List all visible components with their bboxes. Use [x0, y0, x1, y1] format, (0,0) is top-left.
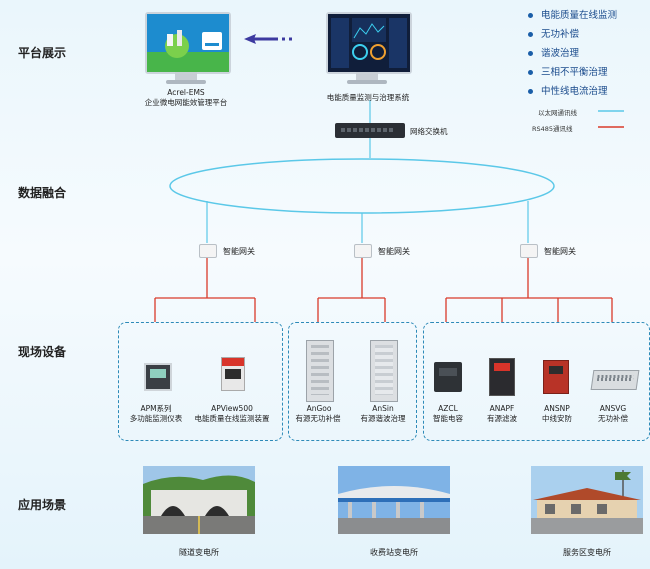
pq-monitor: [326, 12, 412, 74]
azcl-capacitor-icon: [434, 362, 462, 392]
row-label-platform: 平台展示: [18, 46, 67, 60]
pq-dashboard-icon: [328, 14, 410, 72]
device-group-compensation: [288, 322, 417, 441]
network-switch: [335, 123, 405, 138]
anapf-module-icon: [489, 358, 515, 396]
row-label-field-devices: 现场设备: [18, 345, 67, 359]
angoo-cabinet-icon: [306, 340, 334, 402]
ansnp-name: ANSNP: [544, 404, 570, 413]
feature-list: 电能质量在线监测 无功补偿 谐波治理 三相不平衡治理 中性线电流治理: [528, 6, 617, 101]
gateway-icon: [199, 244, 217, 258]
ansin-desc: 有源谐波治理: [360, 414, 406, 423]
ansnp-device-icon: [543, 360, 569, 394]
ansnp-desc: 中线安防: [542, 414, 572, 423]
pq-system-label: 电能质量监测与治理系统: [326, 93, 410, 102]
feature-item: 无功补偿: [528, 25, 617, 44]
legend-rs485: RS485通讯线: [532, 125, 573, 133]
feature-item: 中性线电流治理: [528, 82, 617, 101]
anapf-name: ANAPF: [489, 404, 515, 413]
toll-station-image: [338, 466, 450, 534]
apview-name: APView500: [211, 404, 253, 413]
angoo-desc: 有源无功补偿: [295, 414, 341, 423]
scenario-toll-label: 收费站变电所: [370, 548, 418, 557]
switch-ports-icon: [341, 128, 393, 132]
arrow-left-icon: [244, 34, 292, 44]
ansvg-desc: 无功补偿: [598, 414, 628, 423]
gateway-label: 智能网关: [544, 247, 576, 256]
gateway-icon: [520, 244, 538, 258]
gateway-icon: [354, 244, 372, 258]
apview-device-icon: [221, 357, 245, 391]
ansvg-name: ANSVG: [599, 404, 627, 413]
ems-screen-icon: [147, 14, 229, 72]
ems-subtitle: 企业微电网能效管理平台: [144, 98, 228, 107]
apm-name: APM系列: [140, 404, 172, 413]
ansvg-module-icon: [590, 370, 640, 390]
azcl-name: AZCL: [438, 404, 458, 413]
network-ring: [169, 158, 555, 214]
service-area-image: [531, 466, 643, 534]
switch-label: 网络交换机: [410, 127, 448, 136]
gateway-label: 智能网关: [378, 247, 410, 256]
scenario-tunnel-label: 隧道变电所: [179, 548, 219, 557]
feature-item: 三相不平衡治理: [528, 63, 617, 82]
legend-ethernet: 以太网通讯线: [538, 109, 577, 117]
apm-meter-icon: [144, 363, 172, 391]
ansin-name: AnSin: [372, 404, 394, 413]
feature-item: 电能质量在线监测: [528, 6, 617, 25]
scenario-service-label: 服务区变电所: [563, 548, 611, 557]
anapf-desc: 有源滤波: [487, 414, 517, 423]
feature-item: 谐波治理: [528, 44, 617, 63]
apm-desc: 多功能监测仪表: [129, 414, 183, 423]
ansin-cabinet-icon: [370, 340, 398, 402]
tunnel-substation-image: [143, 466, 255, 534]
apview-desc: 电能质量在线监测装置: [194, 414, 270, 423]
row-label-data-fusion: 数据融合: [18, 186, 67, 200]
angoo-name: AnGoo: [306, 404, 332, 413]
ems-monitor: [145, 12, 231, 74]
device-group-monitoring: [118, 322, 283, 441]
ems-title: Acrel-EMS: [167, 88, 205, 97]
azcl-desc: 智能电容: [433, 414, 463, 423]
row-label-scenarios: 应用场景: [18, 498, 67, 512]
gateway-label: 智能网关: [223, 247, 255, 256]
